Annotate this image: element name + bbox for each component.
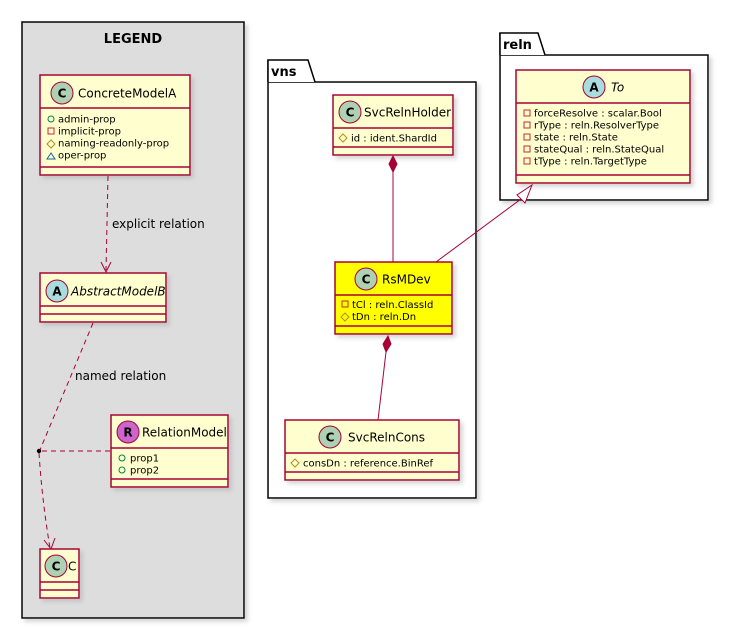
private-visibility-icon: [341, 300, 349, 308]
attribute-label: prop1: [130, 454, 159, 465]
package-visibility-icon: [46, 152, 56, 160]
association-point-icon: [36, 448, 42, 454]
class-rs-m-dev[interactable]: C RsMDev tCl : reln.ClassId tDn : reln.D…: [334, 261, 453, 335]
class-name: ConcreteModelA: [78, 87, 177, 101]
class-c-icon: [50, 81, 74, 105]
class-stereotype-letter: A: [52, 285, 62, 299]
class-name: To: [611, 81, 624, 95]
class-c[interactable]: C C: [39, 548, 80, 599]
class-stereotype-letter: C: [52, 560, 61, 574]
attribute-label: forceResolve : scalar.Bool: [534, 109, 662, 120]
class-stereotype-letter: C: [326, 431, 335, 445]
class-c-icon: [338, 100, 362, 124]
protected-visibility-icon: [290, 458, 300, 468]
edge-named-relation: named relation: [36, 322, 166, 551]
class-name: SvcRelnHolder: [364, 106, 451, 120]
private-visibility-icon: [523, 145, 531, 153]
private-visibility-icon: [523, 157, 531, 165]
attribute-label: rType : reln.ResolverType: [534, 121, 659, 132]
composition-diamond-icon: [388, 154, 398, 174]
class-svc-reln-holder[interactable]: C SvcRelnHolder id : ident.ShardId: [332, 94, 454, 156]
class-stereotype-letter: C: [58, 87, 67, 101]
attribute-label: prop2: [130, 466, 159, 477]
attribute-label: tDn : reln.Dn: [352, 312, 416, 323]
class-stereotype-letter: C: [346, 106, 355, 120]
class-stereotype-letter: C: [362, 273, 371, 287]
edge-label: explicit relation: [112, 217, 205, 231]
class-c-icon: [44, 554, 68, 578]
class-to[interactable]: A To forceResolve : scalar.Bool rType : …: [515, 69, 691, 184]
legend-title: LEGEND: [104, 32, 163, 47]
edge-inheritance-rsmdev-to: [435, 183, 534, 263]
attribute-label: consDn : reference.BinRef: [303, 459, 433, 470]
class-name: RelationModel: [142, 426, 227, 440]
class-name: RsMDev: [382, 273, 431, 287]
attribute-label: admin-prop: [58, 115, 116, 126]
attribute-label: naming-readonly-prop: [58, 139, 169, 150]
edge-composition-holder-rsmdev: [388, 154, 398, 262]
class-name: SvcRelnCons: [348, 431, 425, 445]
edge-label: named relation: [75, 369, 166, 383]
class-c-icon: [354, 267, 378, 291]
abstract-a-icon: [582, 75, 606, 99]
private-visibility-icon: [523, 133, 531, 141]
class-stereotype-letter: R: [123, 426, 132, 440]
composition-diamond-icon: [382, 334, 392, 354]
class-relation-model[interactable]: R RelationModel prop1 prop2: [110, 414, 229, 488]
package-name: vns: [271, 65, 297, 80]
class-name: AbstractModelB: [70, 285, 166, 299]
relation-r-icon: [116, 420, 140, 444]
protected-visibility-icon: [338, 133, 348, 143]
attribute-label: state : reln.State: [534, 133, 618, 144]
attribute-label: tType : reln.TargetType: [534, 157, 647, 168]
package-name: reln: [503, 38, 532, 53]
edge-explicit-relation: explicit relation: [100, 175, 205, 274]
protected-visibility-icon: [46, 139, 56, 149]
class-stereotype-letter: A: [589, 81, 599, 95]
protected-visibility-icon: [340, 312, 350, 322]
attribute-label: implicit-prop: [58, 127, 121, 138]
edge-composition-rsmdev-cons: [377, 334, 392, 421]
class-name: C: [68, 560, 76, 574]
inheritance-triangle-icon: [516, 183, 534, 204]
class-c-icon: [318, 425, 342, 449]
arrow-head-icon: [100, 261, 112, 274]
attribute-label: id : ident.ShardId: [351, 134, 437, 145]
class-svc-reln-cons[interactable]: C SvcRelnCons consDn : reference.BinRef: [284, 419, 460, 481]
private-visibility-icon: [47, 127, 55, 135]
public-visibility-icon: [118, 466, 126, 474]
public-visibility-icon: [47, 115, 55, 123]
class-abstract-model-b[interactable]: A AbstractModelB: [39, 272, 167, 323]
class-concrete-model-a[interactable]: C ConcreteModelA admin-prop implicit-pro…: [39, 74, 191, 176]
attribute-label: oper-prop: [58, 151, 106, 162]
private-visibility-icon: [523, 121, 531, 129]
public-visibility-icon: [118, 454, 126, 462]
attribute-label: stateQual : reln.StateQual: [534, 145, 664, 156]
abstract-a-icon: [45, 279, 69, 303]
attribute-label: tCl : reln.ClassId: [352, 300, 433, 311]
private-visibility-icon: [523, 109, 531, 117]
